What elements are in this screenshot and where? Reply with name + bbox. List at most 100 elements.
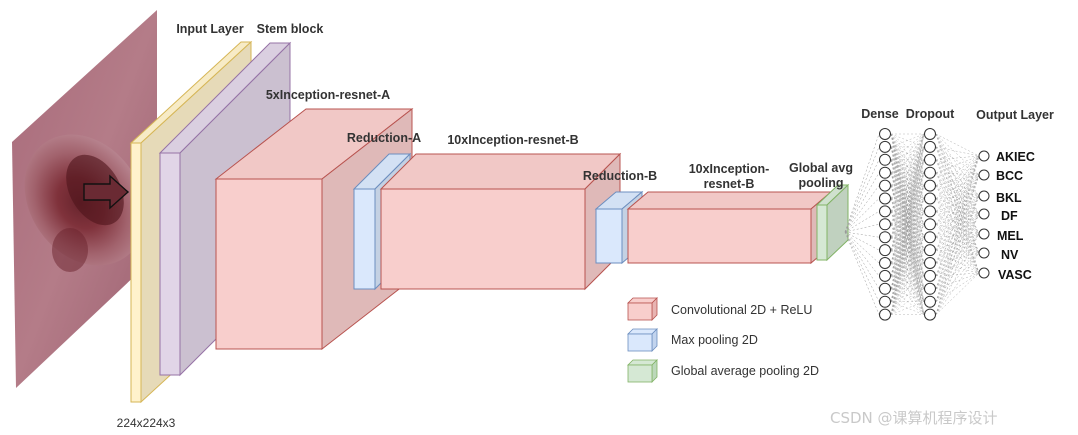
output-layer-label: Output Layer: [976, 108, 1054, 122]
dense-node: [879, 218, 891, 231]
connection-line: [890, 262, 925, 289]
output-node: [978, 190, 990, 202]
legend-item-conv: Convolutional 2D + ReLU: [627, 297, 812, 321]
connection-line: [935, 213, 980, 264]
dropout-node: [924, 179, 936, 192]
connection-line: [890, 133, 925, 148]
connection-line: [890, 133, 925, 276]
dropout-node: [924, 166, 936, 179]
connection-line: [935, 155, 980, 251]
dense-node: [879, 153, 891, 166]
dense-node: [879, 205, 891, 218]
connection-line: [935, 146, 980, 176]
connection-line: [935, 174, 980, 251]
dropout-node: [924, 257, 936, 269]
connection-line: [844, 224, 880, 233]
output-label: BCC: [996, 169, 1023, 183]
connection-line: [935, 252, 980, 289]
dense-node: [879, 308, 891, 321]
dense-node: [879, 231, 891, 244]
network-nodes: [879, 128, 990, 321]
connection-line: [844, 198, 880, 233]
output-label: VASC: [998, 268, 1032, 282]
output-label: MEL: [997, 229, 1024, 243]
connection-line: [935, 185, 980, 254]
connection-line: [935, 174, 980, 212]
connection-line: [844, 159, 880, 233]
connection-line: [935, 133, 980, 197]
connection-line: [935, 195, 980, 289]
dense-node: [879, 128, 891, 140]
block-front-face: [595, 208, 623, 264]
connection-line: [935, 198, 980, 254]
output-node: [978, 247, 990, 259]
connection-line: [935, 272, 980, 302]
connection-line: [935, 155, 980, 173]
dropout-node: [924, 282, 936, 295]
dropout-node: [924, 153, 936, 166]
connection-line: [935, 146, 980, 197]
block-top-face: [626, 191, 833, 210]
connection-line: [935, 174, 980, 264]
block-front-face: [130, 142, 142, 403]
connection-line: [935, 172, 980, 197]
global-avg-label-line1: Global avg: [789, 161, 853, 175]
connection-line: [935, 155, 980, 238]
connection-line: [890, 198, 925, 225]
connection-line: [935, 159, 980, 197]
dense-node: [879, 166, 891, 179]
connection-line: [844, 231, 880, 251]
connection-line: [890, 146, 925, 173]
connection-line: [935, 133, 980, 157]
block-front-face: [380, 188, 586, 290]
connection-line: [890, 275, 925, 315]
dense-node: [879, 269, 891, 282]
connection-line: [890, 211, 925, 238]
inception-a-label: 5xInception-resnet-A: [266, 88, 390, 102]
connection-line: [890, 288, 925, 315]
connection-line: [935, 172, 980, 235]
connection-line: [935, 211, 980, 215]
connection-line: [844, 231, 880, 315]
connection-line: [935, 252, 980, 264]
connection-line: [935, 174, 980, 238]
connection-line: [890, 133, 925, 199]
stem-block-label: Stem block: [257, 22, 324, 36]
connection-line: [935, 155, 980, 160]
dropout-node: [924, 128, 936, 140]
output-node: [978, 150, 990, 162]
network-connections: [844, 133, 980, 315]
dropout-node: [924, 244, 936, 257]
connection-line: [890, 133, 925, 160]
connection-line: [890, 133, 925, 302]
inception-resnet-c-block: [626, 190, 833, 265]
block-front-face: [627, 208, 812, 264]
connection-line: [844, 231, 880, 289]
connection-line: [844, 211, 880, 233]
block-front-face: [353, 188, 376, 290]
connection-line: [935, 146, 980, 215]
connection-line: [890, 172, 925, 199]
connection-line: [935, 249, 980, 274]
inception-c-label-line1: 10xInception-: [689, 162, 770, 176]
connection-line: [844, 146, 880, 233]
input-size-label: 224x224x3: [117, 416, 176, 430]
connection-line: [890, 133, 925, 315]
connection-line: [844, 185, 880, 233]
connection-line: [935, 224, 980, 235]
connection-line: [935, 133, 980, 176]
connection-line: [935, 155, 980, 186]
dense-node: [879, 257, 891, 269]
dense-node: [879, 140, 891, 153]
connection-line: [935, 195, 980, 238]
connection-line: [935, 155, 980, 315]
connection-line: [935, 159, 980, 176]
connection-line: [844, 133, 880, 233]
legend-item-gap: Global average pooling 2D: [627, 359, 819, 383]
connection-line: [890, 250, 925, 315]
dropout-node: [924, 295, 936, 308]
connection-line: [935, 252, 980, 315]
connection-line: [935, 213, 980, 302]
legend-label-conv: Convolutional 2D + ReLU: [671, 303, 812, 317]
